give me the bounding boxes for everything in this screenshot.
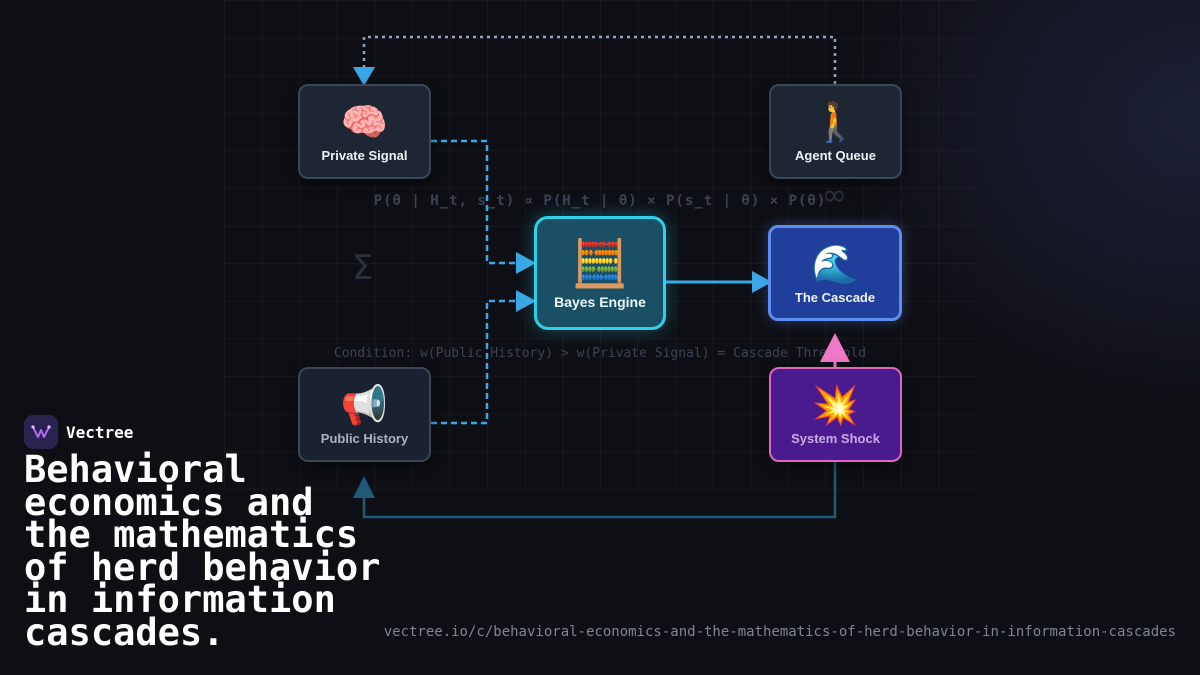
collision-icon: 💥 [811, 383, 860, 427]
link-agent-to-private [362, 35, 837, 84]
node-public-history: 📢 Public History [298, 367, 431, 462]
person-walking-icon: 🚶 [811, 100, 860, 144]
node-label: Public History [320, 431, 409, 446]
abacus-icon: 🧮 [571, 236, 629, 290]
node-label: Bayes Engine [554, 294, 646, 310]
node-agent-queue: 🚶 Agent Queue [769, 84, 902, 179]
node-label: System Shock [791, 431, 880, 446]
node-label: Private Signal [321, 148, 408, 163]
brand-name: Vectree [66, 422, 134, 442]
vectree-logo-icon [24, 415, 58, 449]
arrow-into-cascade [752, 271, 772, 293]
link-private-to-bayes [431, 139, 518, 265]
link-shock-to-public [362, 462, 837, 519]
node-bayes-engine: 🧮 Bayes Engine [534, 216, 666, 330]
page-title: Behavioral economics and the mathematics… [24, 448, 381, 654]
arrow-into-public [353, 476, 375, 498]
wave-icon: 🌊 [811, 241, 859, 286]
node-private-signal: 🧠 Private Signal [298, 84, 431, 179]
arrow-shock-into-cascade [820, 333, 850, 362]
arrow-into-private [353, 67, 375, 86]
source-url: vectree.io/c/behavioral-economics-and-th… [383, 624, 1176, 640]
brain-icon: 🧠 [340, 100, 389, 144]
infinity-symbol: ∞ [822, 178, 847, 213]
arrow-public-into-bayes [516, 290, 536, 312]
cascade-condition: Condition: w(Public History) > w(Private… [333, 346, 867, 361]
brand: Vectree [24, 415, 133, 449]
node-system-shock: 💥 System Shock [769, 367, 902, 462]
sigma-symbol: Σ [352, 248, 374, 288]
megaphone-icon: 📢 [340, 383, 389, 427]
node-the-cascade: 🌊 The Cascade [768, 225, 902, 321]
arrow-private-into-bayes [516, 252, 536, 274]
link-public-to-bayes [431, 299, 518, 425]
node-label: The Cascade [794, 289, 876, 305]
node-label: Agent Queue [795, 148, 876, 163]
